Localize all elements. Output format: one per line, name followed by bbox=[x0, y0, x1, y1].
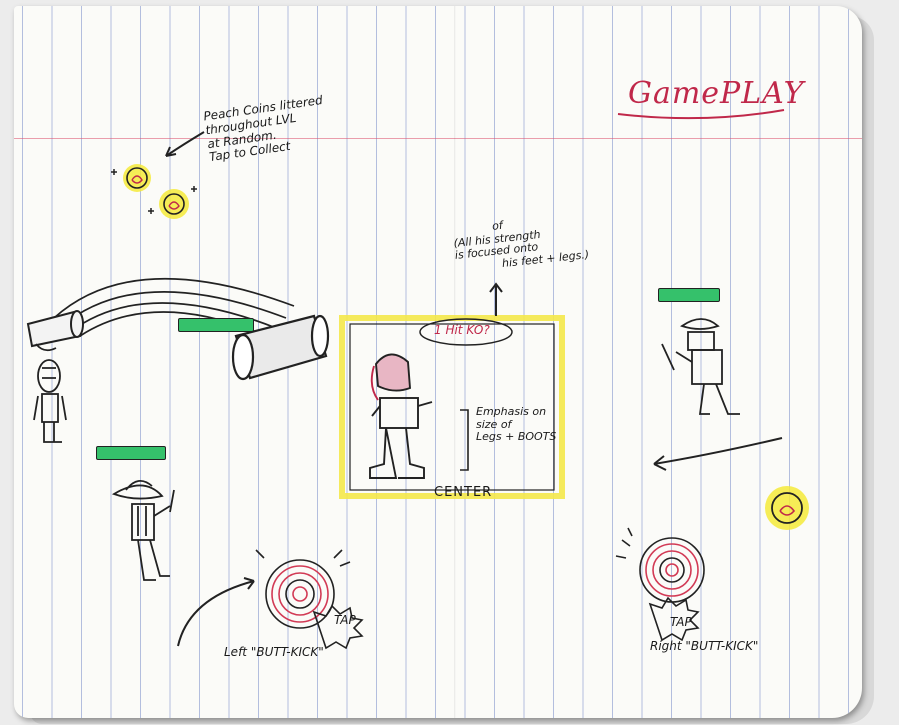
pipe-right bbox=[231, 314, 330, 381]
emphasis-note: Emphasis on size of Legs + BOOTS bbox=[476, 405, 557, 444]
pipe-left bbox=[26, 310, 84, 348]
peach-coin-icon bbox=[765, 486, 809, 530]
page-fold bbox=[454, 6, 456, 718]
swipe-arrow-right bbox=[653, 437, 783, 465]
swipe-arrow-left bbox=[177, 580, 255, 647]
health-bar-right bbox=[658, 288, 720, 302]
center-label: CENTER bbox=[434, 485, 493, 500]
left-kick-label: Left "BUTT-KICK" bbox=[224, 645, 324, 659]
swing-arc bbox=[53, 277, 295, 337]
center-frame bbox=[339, 315, 565, 499]
coin-arrow bbox=[165, 131, 205, 157]
health-bar-bottom-left bbox=[96, 446, 166, 460]
tap-right-label: TAP bbox=[670, 615, 692, 629]
tap-swirl-right-icon bbox=[615, 527, 705, 642]
notebook-page: GamePLAY bbox=[14, 6, 862, 718]
ruled-lines bbox=[14, 6, 862, 718]
enemy-bottom-left bbox=[111, 480, 175, 581]
title-underline bbox=[617, 109, 785, 120]
hero-character bbox=[369, 353, 433, 479]
enemy-right bbox=[661, 318, 740, 415]
emphasis-bracket bbox=[460, 409, 469, 471]
tap-swirl-left-icon bbox=[255, 549, 364, 650]
ko-oval bbox=[419, 318, 513, 346]
tap-left-label: TAP bbox=[334, 613, 356, 627]
enemy-left-upside-down bbox=[33, 343, 67, 443]
peach-coin-icon bbox=[111, 164, 151, 192]
right-kick-label: Right "BUTT-KICK" bbox=[650, 639, 759, 653]
margin-line bbox=[14, 138, 862, 139]
peach-coin-icon bbox=[148, 186, 197, 219]
health-bar-top-left bbox=[178, 318, 254, 332]
page-title: GamePLAY bbox=[628, 76, 805, 111]
ko-label: 1 Hit KO? bbox=[434, 323, 490, 337]
sketch-layer bbox=[26, 109, 809, 650]
